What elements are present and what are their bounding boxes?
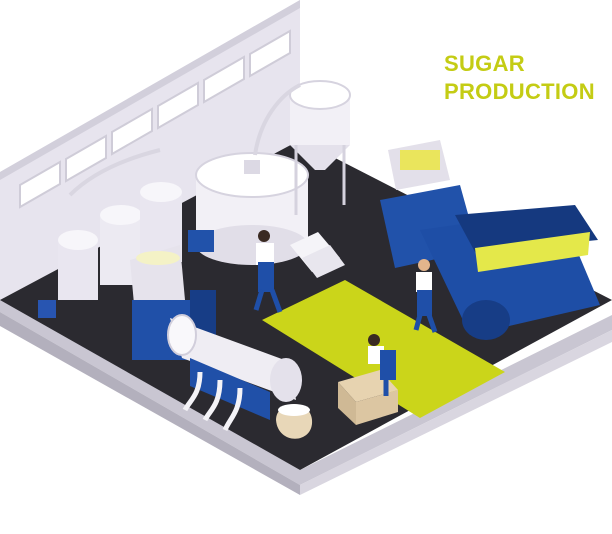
back-wall [0,0,300,300]
workers [253,230,438,396]
mixing-tank [188,152,309,265]
stairs [290,232,345,278]
worker-right [413,259,438,333]
page-title: SUGAR PRODUCTION [444,50,595,106]
worker-left [253,230,283,313]
centrifuge-dryer [167,314,302,432]
worker-center [368,334,396,396]
floor-base [0,296,612,495]
shredder-machine [380,140,600,340]
tall-silo [253,80,351,215]
sugar-sack [276,404,313,439]
title-line-1: SUGAR [444,51,525,76]
title-line-2: PRODUCTION [444,79,595,104]
